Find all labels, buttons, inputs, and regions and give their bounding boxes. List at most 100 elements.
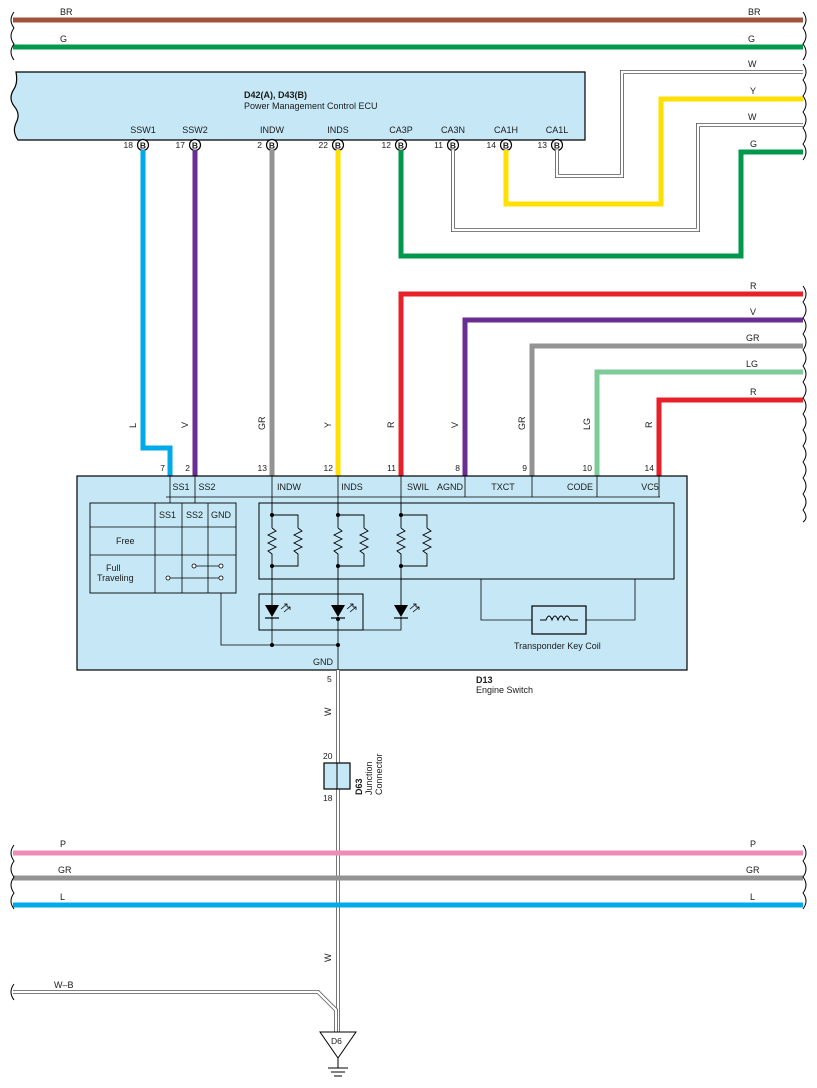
ecu-connector-letter: B bbox=[554, 141, 560, 151]
label-right-w2: W bbox=[748, 112, 757, 122]
bottom-bus-wires: P P GR GR L L bbox=[10, 839, 807, 910]
resistor-frame bbox=[258, 502, 675, 580]
ecu-terminal-name: SSW2 bbox=[182, 125, 208, 135]
table-header-ss1: SS1 bbox=[159, 510, 176, 520]
ecu-terminal-pin: 18 bbox=[124, 140, 134, 150]
switch-gnd-label: GND bbox=[313, 657, 334, 667]
switch-terminal-name: INDW bbox=[277, 482, 301, 492]
table-row-traveling: Traveling bbox=[97, 573, 134, 583]
junction-dot bbox=[336, 617, 340, 621]
vlabel-w-upper: W bbox=[323, 707, 333, 716]
ecu-subtitle: Power Management Control ECU bbox=[244, 101, 378, 111]
switch-right-wires: R V GR LG R bbox=[398, 281, 807, 523]
ecu-connector-letter: B bbox=[140, 141, 146, 151]
label-right-g: G bbox=[750, 139, 757, 149]
switch-terminal-name: AGND bbox=[437, 482, 464, 492]
light-emission-icon bbox=[346, 603, 357, 613]
label-gr-left: GR bbox=[58, 865, 72, 875]
switch-terminal-pin: 7 bbox=[160, 463, 165, 473]
break-mark-left-bottom bbox=[10, 844, 15, 910]
ecu-terminal-pin: 14 bbox=[487, 140, 497, 150]
label-right-r1: R bbox=[750, 281, 757, 291]
label-right-w1: W bbox=[748, 59, 757, 69]
break-mark-left-wb bbox=[10, 983, 15, 1001]
wire-l-ssw1 bbox=[140, 150, 173, 476]
table-frame bbox=[89, 502, 237, 594]
label-l-left: L bbox=[60, 892, 65, 902]
ecu-terminal-pin: 17 bbox=[176, 140, 186, 150]
ground-triangle-icon bbox=[319, 1031, 357, 1059]
contact-dot bbox=[191, 563, 197, 569]
label-right-r2: R bbox=[750, 387, 757, 397]
break-mark-right-top bbox=[802, 11, 807, 61]
ecu-terminal-name: CA3N bbox=[441, 125, 465, 135]
switch-terminal-pin: 11 bbox=[387, 463, 396, 473]
switch-terminal-name: SS1 bbox=[172, 482, 189, 492]
label-p-right: P bbox=[750, 839, 756, 849]
led-icon bbox=[331, 605, 345, 617]
switch-terminal-name: VC5 bbox=[641, 482, 659, 492]
wire-wb bbox=[13, 990, 338, 1032]
switch-terminal-name: SS2 bbox=[198, 482, 215, 492]
light-emission-icon bbox=[409, 603, 420, 613]
wire-w-ca3n-core bbox=[451, 123, 803, 232]
indicator-resistor-block bbox=[258, 497, 675, 605]
ecu-terminal-name: INDS bbox=[327, 125, 349, 135]
table-header-gnd: GND bbox=[211, 510, 232, 520]
switch-gnd-pin: 5 bbox=[327, 674, 332, 684]
label-br-left: BR bbox=[60, 7, 73, 17]
wire-wb-outline bbox=[13, 990, 338, 1032]
resistor-icon bbox=[272, 514, 304, 567]
label-p-left: P bbox=[60, 839, 66, 849]
label-g-right: G bbox=[748, 34, 755, 44]
resistor-pairs bbox=[266, 503, 433, 605]
ecu-terminal-name: CA1H bbox=[494, 125, 518, 135]
switch-terminal-pin: 8 bbox=[455, 463, 460, 473]
break-mark-left-top bbox=[10, 11, 15, 61]
vlabel-lg: LG bbox=[582, 418, 592, 430]
junction-dot bbox=[270, 643, 274, 647]
contact-dot bbox=[218, 575, 224, 581]
led-ground-trace bbox=[271, 620, 402, 645]
junction-pin-in: 20 bbox=[323, 751, 333, 761]
led-icon bbox=[265, 605, 279, 617]
vlabel-gr2: GR bbox=[517, 416, 527, 430]
ecu-terminal-name: SSW1 bbox=[130, 125, 156, 135]
junction-name-1: Junction bbox=[364, 761, 374, 795]
top-bus-wires: BR BR G G bbox=[10, 7, 807, 61]
junction-pin-out: 18 bbox=[323, 793, 333, 803]
label-right-lg: LG bbox=[746, 359, 758, 369]
wire-gr-txct bbox=[529, 343, 803, 476]
led-icon bbox=[394, 605, 408, 617]
ecu-terminal-pin: 11 bbox=[434, 140, 443, 150]
switch-id: D13 bbox=[476, 675, 493, 685]
break-mark-right-lower bbox=[802, 285, 807, 523]
junction-id: D63 bbox=[354, 778, 364, 795]
internal-trace bbox=[220, 593, 338, 646]
ecu-connector-letter: B bbox=[503, 141, 509, 151]
vlabel-y: Y bbox=[323, 422, 333, 428]
junction-connector-d63: 20 18 D63 Junction Connector bbox=[323, 751, 384, 803]
coil-icon bbox=[540, 615, 578, 622]
junction-dot bbox=[399, 513, 403, 517]
ecu-can-wires: W Y W G bbox=[398, 59, 807, 259]
ecu-title: D42(A), D43(B) bbox=[244, 90, 307, 100]
table-row-free: Free bbox=[116, 536, 135, 546]
light-emission-icon bbox=[280, 603, 291, 613]
wire-v-agnd bbox=[462, 317, 803, 476]
label-right-gr: GR bbox=[746, 333, 760, 343]
switch-terminal-pin: 2 bbox=[185, 463, 190, 473]
switch-terminal-name: SWIL bbox=[407, 482, 429, 492]
coil-trace bbox=[480, 579, 636, 621]
ecu-connector-letter: B bbox=[192, 141, 198, 151]
break-mark-right-bottom bbox=[802, 844, 807, 910]
switch-terminal-name: TXCT bbox=[491, 482, 515, 492]
led-group bbox=[265, 603, 420, 620]
vlabel-r2: R bbox=[644, 421, 654, 428]
switch-terminals: 7SS12SS213INDW12INDS11SWIL8AGND9TXCT10CO… bbox=[160, 463, 660, 497]
vlabel-v2: V bbox=[450, 422, 460, 428]
ecu-connector-letter: B bbox=[450, 141, 456, 151]
wire-y-ca1h bbox=[503, 96, 803, 207]
